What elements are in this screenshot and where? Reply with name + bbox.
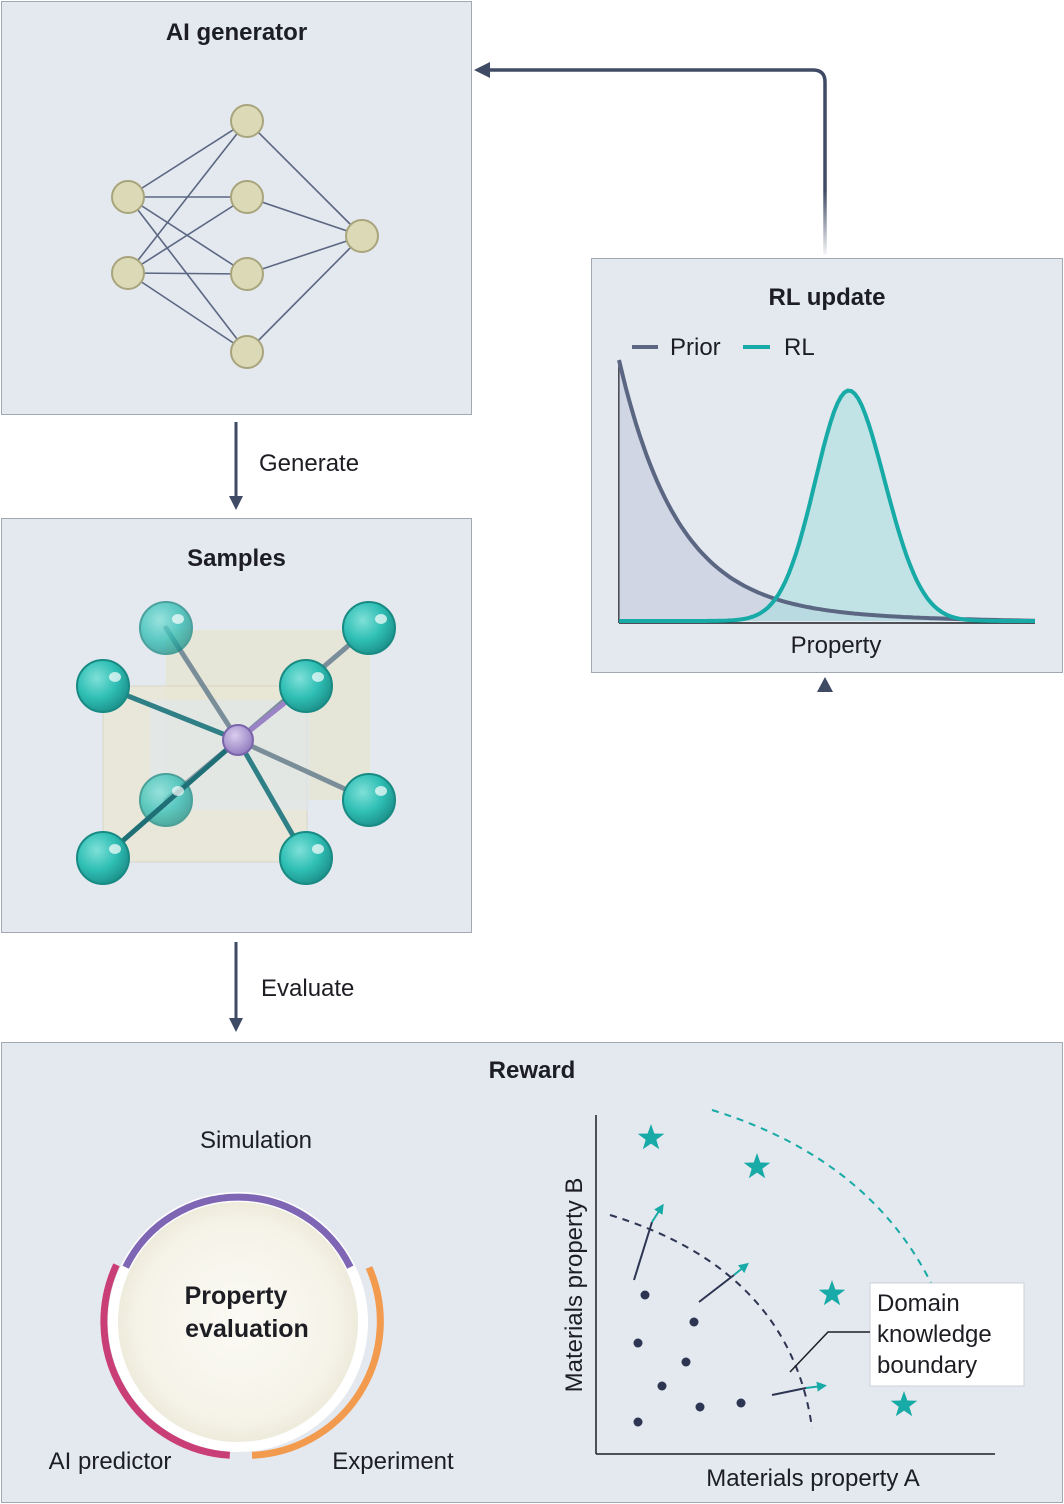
rl-distribution-curve xyxy=(619,388,1035,623)
annotation-box xyxy=(869,1282,1025,1387)
atom xyxy=(76,659,130,713)
cycle-center-line2: evaluation xyxy=(185,1315,309,1343)
sample-point xyxy=(695,1402,705,1412)
property-evaluation-cycle: Property evaluation Simulation Experimen… xyxy=(49,1127,454,1475)
network-node xyxy=(230,104,264,138)
flow-arrows xyxy=(229,62,833,1040)
atom xyxy=(139,601,193,655)
experiment-label: Experiment xyxy=(332,1448,454,1475)
center-atom xyxy=(222,724,254,756)
scatter-ylabel: Materials property B xyxy=(561,1178,588,1393)
rl-to-generator-arrow xyxy=(488,68,827,255)
outer-boundary xyxy=(711,1109,956,1346)
simulation-label: Simulation xyxy=(200,1127,312,1154)
sample-point xyxy=(689,1317,699,1327)
legend-rl-label: RL xyxy=(784,334,815,361)
scatter-xlabel: Materials property A xyxy=(706,1465,919,1492)
network-node xyxy=(230,180,264,214)
rl-update-chart: Prior RL Property xyxy=(617,334,1036,659)
annotation-line3: boundary xyxy=(877,1352,977,1379)
sample-point xyxy=(633,1417,643,1427)
samples-title: Samples xyxy=(187,545,286,572)
sample-point xyxy=(633,1338,643,1348)
reward-title: Reward xyxy=(488,1057,576,1084)
rl-update-title: RL update xyxy=(768,284,886,311)
atom xyxy=(279,659,333,713)
annotation-line1: Domain xyxy=(877,1290,960,1317)
ai-generator-title: AI generator xyxy=(165,19,308,46)
generate-label: Generate xyxy=(259,450,360,477)
star-icon xyxy=(890,1391,918,1417)
atom xyxy=(342,601,396,655)
sample-point xyxy=(657,1381,667,1391)
star-icon xyxy=(818,1280,846,1306)
atom xyxy=(279,831,333,885)
simulation-arc xyxy=(122,1193,354,1269)
improvement-arrow xyxy=(733,1262,749,1276)
bond xyxy=(100,737,241,861)
sample-point xyxy=(640,1290,650,1300)
target-stars xyxy=(637,1124,918,1417)
network-node xyxy=(230,335,264,369)
ai-predictor-label: AI predictor xyxy=(49,1448,172,1475)
improvement-arrow xyxy=(805,1381,827,1392)
rl-distribution-fill xyxy=(619,390,1035,621)
experiment-arc xyxy=(251,1266,384,1459)
improvement-arrow xyxy=(651,1203,664,1223)
network-node xyxy=(345,219,379,253)
sample-point xyxy=(736,1398,746,1408)
materials-scatter: Materials property B Materials property … xyxy=(561,1109,1025,1492)
network-node xyxy=(111,256,145,290)
star-icon xyxy=(743,1153,771,1179)
neural-network xyxy=(111,104,379,369)
evaluate-label: Evaluate xyxy=(261,975,355,1002)
rl-chart-xlabel: Property xyxy=(791,632,882,659)
network-edges xyxy=(127,120,363,353)
inner-boundary xyxy=(609,1214,813,1429)
cycle-center-line1: Property xyxy=(185,1282,288,1310)
sample-point xyxy=(681,1357,691,1367)
legend-prior-label: Prior xyxy=(670,334,721,361)
network-node xyxy=(111,180,145,214)
atom xyxy=(76,831,130,885)
network-node xyxy=(230,257,264,291)
annotation-leader xyxy=(789,1331,870,1373)
annotation-line2: knowledge xyxy=(877,1321,992,1348)
star-icon xyxy=(637,1124,665,1150)
ai-predictor-arc xyxy=(100,1263,231,1459)
crystal-structure xyxy=(76,601,396,885)
atom xyxy=(342,773,396,827)
prior-distribution-fill xyxy=(619,360,1035,621)
